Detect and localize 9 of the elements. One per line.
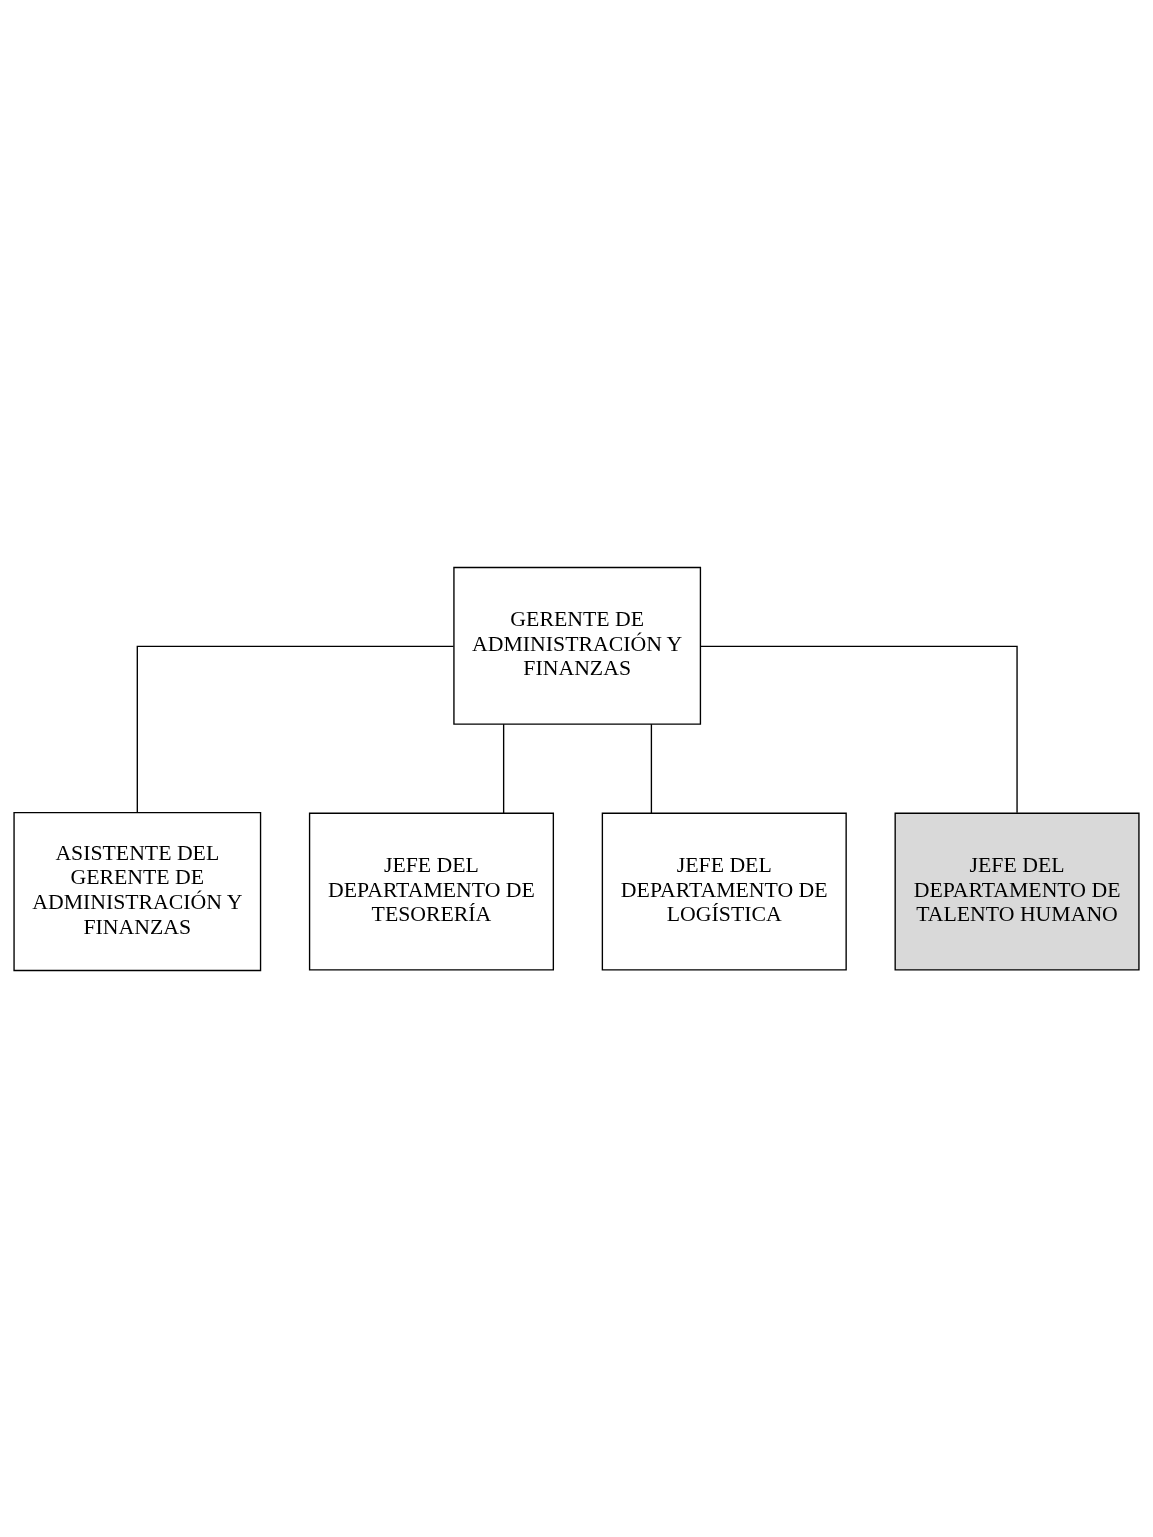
node-box: JEFE DEL DEPARTAMENTO DE TESORERÍA	[308, 812, 555, 971]
node-box: JEFE DEL DEPARTAMENTO DE LOGÍSTICA	[601, 812, 847, 971]
connector	[136, 645, 455, 813]
node-box: ASISTENTE DEL GERENTE DE ADMINISTRACIÓN Y FINANZAS	[13, 811, 262, 971]
node-box: JEFE DEL DEPARTAMENTO DE TALENTO HUMANO	[894, 812, 1140, 971]
connector	[650, 723, 653, 814]
connector	[700, 645, 1018, 813]
connector	[502, 723, 505, 814]
node-box: GERENTE DE ADMINISTRACIÓN Y FINANZAS	[453, 566, 702, 725]
